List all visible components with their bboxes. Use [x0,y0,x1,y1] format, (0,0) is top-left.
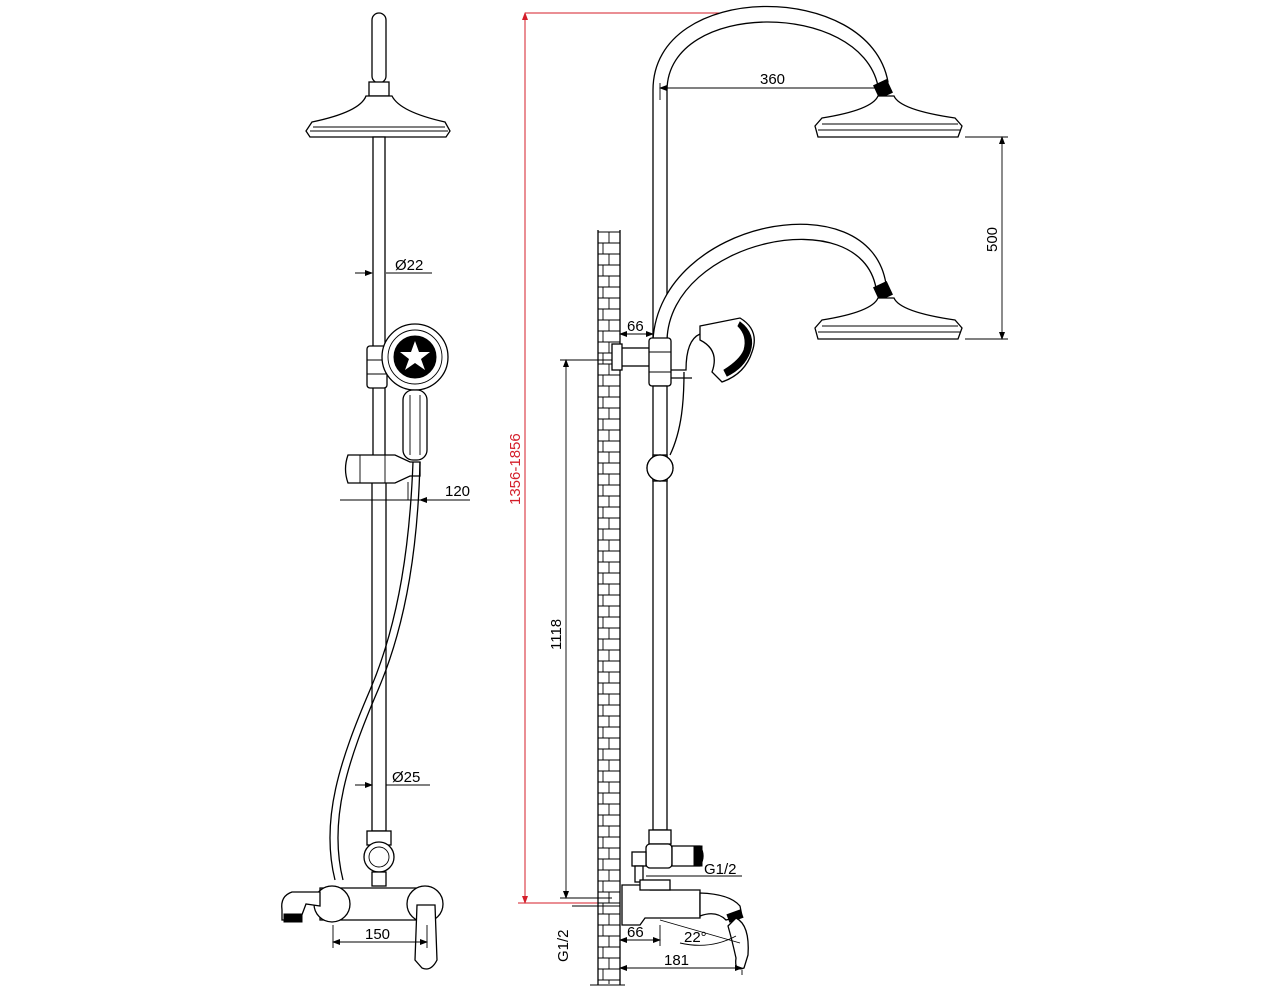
front-top-arm [371,12,387,84]
dim-head-reach: 360 [760,71,785,88]
front-top-arm-collar [368,81,390,97]
side-upper-arm [652,5,889,341]
dim-spout-centres: 150 [365,926,390,943]
front-diverter-knob [363,841,395,873]
dim-front-rod-lower-diameter: Ø25 [392,769,420,786]
side-mixer-lever [727,917,749,970]
side-view [590,5,963,986]
front-hand-shower-handle [402,389,428,461]
side-mixer-body [621,884,701,926]
front-slide-holder [344,454,421,484]
side-diverter-outlet [631,851,647,867]
front-mixer-lever [414,904,438,970]
front-rod-upper [372,136,386,458]
front-view [281,12,451,970]
dim-spout-angle: 22° [684,929,707,946]
front-hose [329,461,414,881]
dim-holder-projection: 120 [445,483,470,500]
side-upper-rod-clamp [648,337,672,387]
dim-bar-height: 1118 [548,619,565,650]
side-diverter-collar [648,829,672,845]
side-upper-wall-bracket [619,347,653,367]
dim-wall-to-rod-top: 66 [627,318,644,335]
front-view-dimensions: Ø22 Ø25 120 150 [332,257,470,948]
side-hand-shower-nozzle-face [723,321,753,377]
dim-overall-height: 1356-1856 [507,433,524,505]
side-lower-head-shower [814,297,963,340]
dim-spout-projection: 181 [664,952,689,969]
dim-inlet-thread: G1/2 [555,929,572,962]
dim-front-rod-upper-diameter: Ø22 [395,257,423,274]
side-lower-head-joint [873,281,893,301]
side-diverter-block [645,843,673,869]
side-riser-rod [652,385,668,831]
overall-height-dimension: 1356-1856 [507,12,760,904]
dim-wall-to-rod-bottom: 66 [627,924,644,941]
dim-head-height-adjustment: 500 [984,227,1001,252]
dim-outlet-thread: G1/2 [704,861,737,878]
wall-section [590,230,625,986]
side-upper-head-shower [814,95,963,138]
front-spout-aerator [283,913,303,923]
side-view-dimensions: 360 500 66 1118 G1/2 G1/2 66 22° 181 [548,71,1008,975]
